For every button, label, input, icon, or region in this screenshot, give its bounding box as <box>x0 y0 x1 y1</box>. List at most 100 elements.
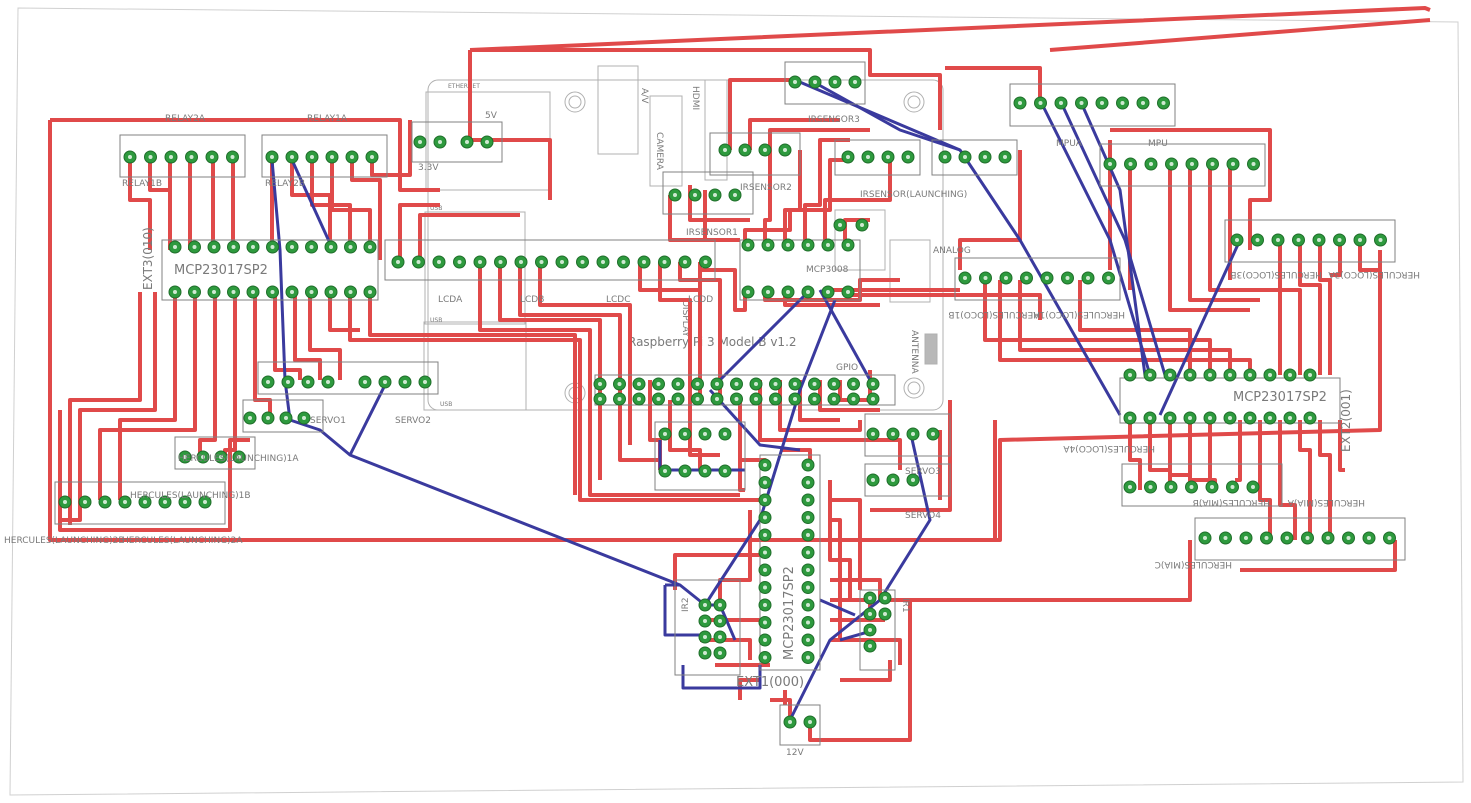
pad-hole <box>237 455 241 459</box>
pad-hole <box>766 290 770 294</box>
bottom-layer-traces <box>270 78 1242 721</box>
pad-hole <box>396 260 400 264</box>
pad-hole <box>598 397 602 401</box>
pad-hole <box>1288 416 1292 420</box>
pad-hole <box>806 463 810 467</box>
pad-hole <box>1106 276 1111 280</box>
v12-label: 12V <box>786 748 804 758</box>
pad-hole <box>1024 276 1029 280</box>
pad-hole <box>230 155 235 159</box>
pad-hole <box>310 155 314 159</box>
pad-hole <box>763 550 767 555</box>
pad-hole <box>891 432 895 436</box>
mcp3008-label: MCP3008 <box>806 265 849 275</box>
hl-2a-label: HERCULES(LAUNCHING)2A <box>122 536 243 546</box>
pad-hole <box>786 243 790 247</box>
pad-hole <box>866 155 870 159</box>
pad-hole <box>763 533 767 537</box>
pad-hole <box>1228 416 1232 420</box>
pad-hole <box>703 469 707 473</box>
pad-hole <box>363 380 367 384</box>
pad-hole <box>1148 485 1153 489</box>
pad-hole <box>1288 373 1292 377</box>
pad-hole <box>983 276 988 280</box>
mia-b-label: HERCULES(MIA)B <box>1193 497 1270 507</box>
pad-hole <box>1203 536 1207 540</box>
pad-hole <box>1038 101 1043 105</box>
pad-hole <box>1305 536 1310 540</box>
pad-hole <box>1285 536 1289 540</box>
mpua-label: MPUA <box>1056 139 1083 149</box>
pad-hole <box>763 638 767 642</box>
pad-hole <box>183 455 187 459</box>
pad-hole <box>423 380 427 384</box>
pad-hole <box>368 245 372 249</box>
ir2-label: IR2 <box>681 597 691 612</box>
pad-hole <box>580 260 585 264</box>
pad-hole <box>723 432 727 436</box>
irsensor-launching-label: IRSENSOR(LAUNCHING) <box>860 190 967 200</box>
pad-hole <box>148 155 153 159</box>
pad-hole <box>806 550 810 555</box>
pad-hole <box>763 515 767 520</box>
pad-hole <box>911 432 915 436</box>
servo3-label: SERVO3 <box>905 467 941 477</box>
pad-hole <box>1337 238 1342 242</box>
ext3-label: EXT3(010) <box>141 227 155 290</box>
pad-hole <box>128 155 132 159</box>
pad-hole <box>637 397 641 401</box>
pad-hole <box>1235 238 1239 242</box>
hl-2b-label: HERCULES(LAUNCHING)2B <box>4 536 125 546</box>
pad-hole <box>642 260 646 264</box>
pad-hole <box>763 148 767 152</box>
pad-hole <box>368 290 372 294</box>
pad-hole <box>601 260 605 264</box>
pad-hole <box>943 155 947 159</box>
v5-label: 5V <box>485 111 498 121</box>
pad-hole <box>1248 416 1252 420</box>
lcda-label: LCDA <box>438 295 463 305</box>
pad-hole <box>1128 373 1132 377</box>
pad-hole <box>1161 101 1166 105</box>
pad-hole <box>1268 373 1272 377</box>
pad-hole <box>846 243 850 247</box>
pad-hole <box>806 655 810 660</box>
pad-hole <box>891 478 895 482</box>
pad-hole <box>1208 416 1212 420</box>
pad-hole <box>1387 536 1392 540</box>
pad-hole <box>663 432 667 436</box>
pad-hole <box>485 140 489 144</box>
pad-hole <box>703 635 707 639</box>
pad-hole <box>851 397 856 401</box>
pad-hole <box>560 260 564 264</box>
pad-hole <box>309 245 314 249</box>
pad-hole <box>266 416 270 420</box>
pad-hole <box>806 568 810 572</box>
pad-hole <box>846 155 850 159</box>
pad-hole <box>846 290 850 294</box>
pad-hole <box>1296 238 1301 242</box>
pad-hole <box>703 651 707 655</box>
pad-hole <box>457 260 462 264</box>
pad-hole <box>1228 373 1232 377</box>
pad-hole <box>826 290 830 294</box>
pad-hole <box>911 478 915 482</box>
pad-hole <box>1190 162 1194 166</box>
pad-hole <box>1231 162 1235 166</box>
pad-hole <box>1108 162 1112 166</box>
pad-hole <box>723 148 727 152</box>
pad-hole <box>286 380 290 384</box>
pad-hole <box>931 432 935 436</box>
pad-hole <box>201 455 205 459</box>
lcdd-label: LCDD <box>688 295 713 305</box>
rpi-label: Raspberry Pi 3 Model B v1.2 <box>628 335 797 349</box>
pad-hole <box>806 603 810 607</box>
pad-hole <box>637 382 641 386</box>
pad-hole <box>883 612 887 616</box>
pad-hole <box>734 382 739 386</box>
pad-hole <box>1018 101 1022 105</box>
pad-hole <box>763 655 767 660</box>
pad-hole <box>123 500 127 504</box>
pad-hole <box>963 276 967 280</box>
pad-hole <box>746 290 750 294</box>
